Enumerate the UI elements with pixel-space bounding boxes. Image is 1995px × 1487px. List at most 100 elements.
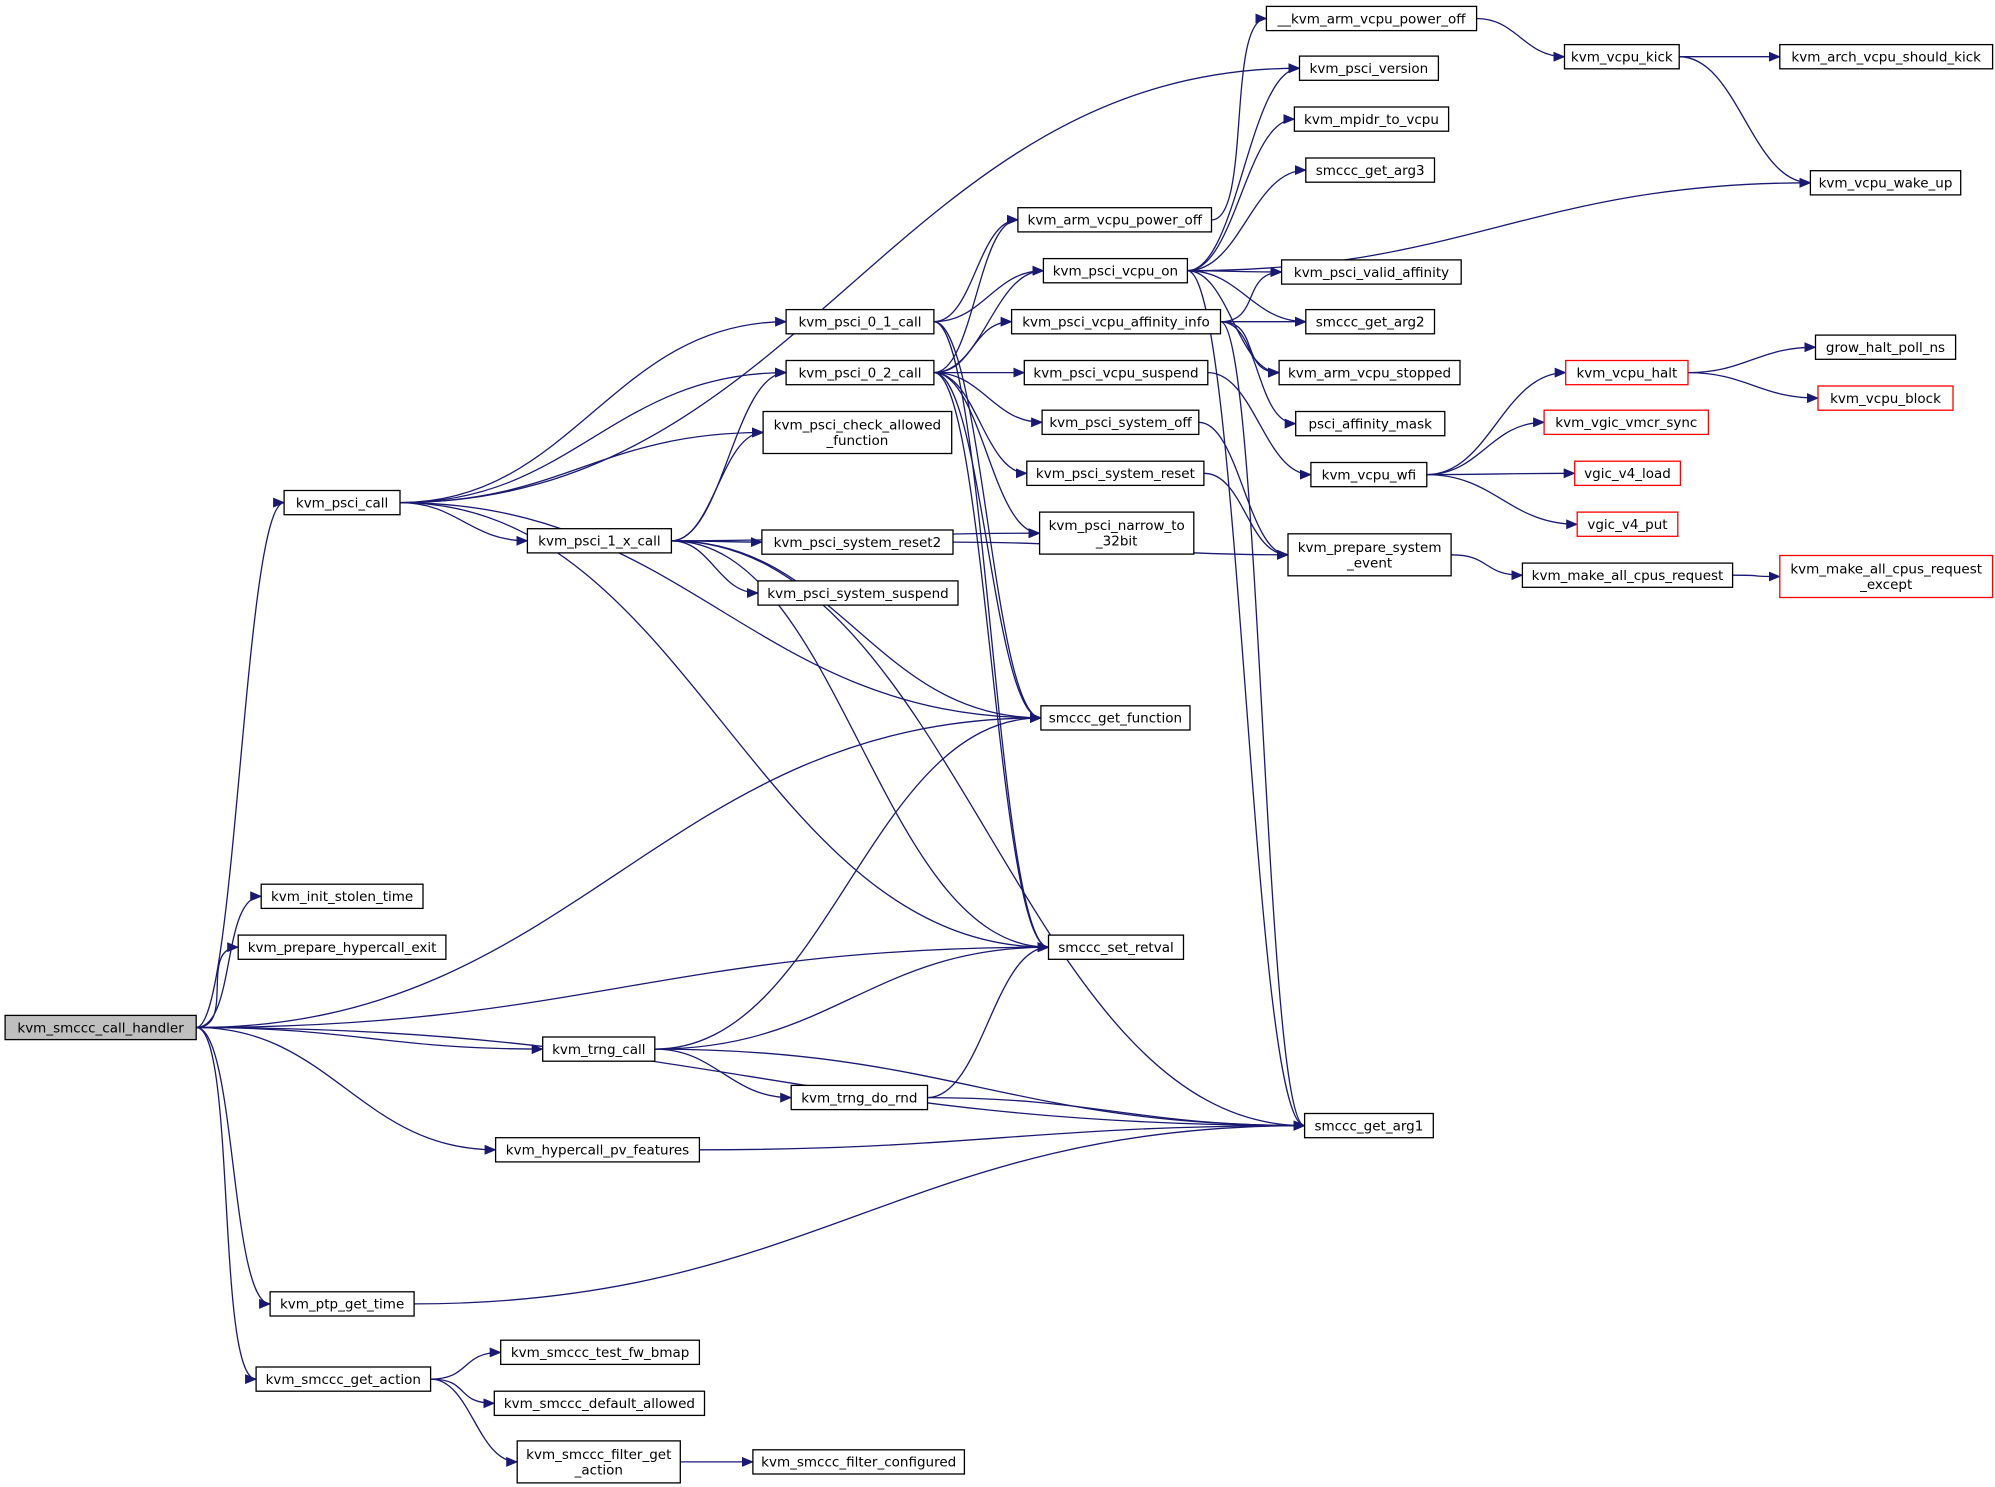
node-kvm_smccc_default_allowed[interactable]: kvm_smccc_default_allowed — [493, 1390, 706, 1417]
node-kvm_arm_vcpu_stopped[interactable]: kvm_arm_vcpu_stopped — [1278, 359, 1461, 386]
node-box[interactable] — [1576, 511, 1679, 537]
node-kvm_psci_system_reset[interactable]: kvm_psci_system_reset — [1026, 460, 1205, 487]
node-kvm_smccc_test_fw_bmap[interactable]: kvm_smccc_test_fw_bmap — [500, 1339, 701, 1366]
node-box[interactable] — [1041, 409, 1200, 436]
node-kvm_vgic_vmcr_sync[interactable]: kvm_vgic_vmcr_sync — [1543, 409, 1710, 436]
node-vgic_v4_put[interactable]: vgic_v4_put — [1576, 511, 1679, 537]
node-psci_affinity_mask[interactable]: psci_affinity_mask — [1295, 410, 1446, 437]
node-kvm_psci_narrow_to_32bit[interactable]: kvm_psci_narrow_to_32bit — [1038, 511, 1195, 555]
node-kvm_psci_vcpu_suspend[interactable]: kvm_psci_vcpu_suspend — [1023, 359, 1209, 386]
node-box[interactable] — [1010, 308, 1222, 335]
node-box[interactable] — [500, 1339, 701, 1366]
node-kvm_prepare_system_event[interactable]: kvm_prepare_system_event — [1287, 533, 1452, 577]
node-box[interactable] — [1038, 511, 1195, 555]
node-kvm_arch_vcpu_should_kick[interactable]: kvm_arch_vcpu_should_kick — [1779, 43, 1994, 70]
node-box[interactable] — [1574, 460, 1682, 487]
node-smccc_set_retval[interactable]: smccc_set_retval — [1047, 934, 1185, 960]
node-kvm_psci_valid_affinity[interactable]: kvm_psci_valid_affinity — [1280, 259, 1462, 285]
node-kvm_psci_system_reset2[interactable]: kvm_psci_system_reset2 — [761, 529, 954, 555]
node-box[interactable] — [260, 883, 424, 910]
node-box[interactable] — [1563, 43, 1680, 70]
node-box[interactable] — [1026, 460, 1205, 487]
node-box[interactable] — [1305, 308, 1436, 335]
node-box[interactable] — [1543, 409, 1710, 436]
node-box[interactable] — [1047, 934, 1185, 960]
node-kvm_ptp_get_time[interactable]: kvm_ptp_get_time — [269, 1291, 415, 1317]
node-box[interactable] — [762, 410, 953, 455]
node-box[interactable] — [1287, 533, 1452, 577]
node-box[interactable] — [785, 308, 935, 335]
node-box[interactable] — [1293, 106, 1450, 132]
node-box[interactable] — [526, 528, 673, 554]
node-box[interactable] — [1779, 43, 1994, 70]
node-box[interactable] — [1298, 55, 1440, 81]
node-kvm_smccc_filter_get_action[interactable]: kvm_smccc_filter_get_action — [516, 1440, 681, 1484]
node-kvm_vcpu_wake_up[interactable]: kvm_vcpu_wake_up — [1809, 170, 1962, 196]
node-kvm_smccc_get_action[interactable]: kvm_smccc_get_action — [255, 1366, 432, 1392]
node-kvm_psci_check_allowed_function[interactable]: kvm_psci_check_allowed_function — [762, 410, 953, 455]
node-box[interactable] — [493, 1390, 706, 1417]
node-kvm_mpidr_to_vcpu[interactable]: kvm_mpidr_to_vcpu — [1293, 106, 1450, 132]
node-box[interactable] — [516, 1440, 681, 1484]
node-kvm_trng_call[interactable]: kvm_trng_call — [542, 1036, 656, 1062]
node-box[interactable] — [542, 1036, 656, 1062]
node-kvm_prepare_hypercall_exit[interactable]: kvm_prepare_hypercall_exit — [237, 934, 447, 960]
node-kvm_make_all_cpus_request_except[interactable]: kvm_make_all_cpus_request_except — [1779, 554, 1994, 599]
node-box[interactable] — [1280, 259, 1462, 285]
node-kvm_vcpu_wfi[interactable]: kvm_vcpu_wfi — [1310, 461, 1428, 488]
node-box[interactable] — [1565, 359, 1689, 386]
node-box[interactable] — [255, 1366, 432, 1392]
node-box[interactable] — [4, 1014, 197, 1041]
node-kvm_arm_vcpu_power_off[interactable]: kvm_arm_vcpu_power_off — [1017, 207, 1213, 233]
node-box[interactable] — [1814, 334, 1957, 360]
node-kvm_vcpu_block[interactable]: kvm_vcpu_block — [1817, 385, 1954, 411]
node-kvm_vcpu_halt[interactable]: kvm_vcpu_halt — [1565, 359, 1689, 386]
node-kvm_smccc_call_handler[interactable]: kvm_smccc_call_handler — [4, 1014, 197, 1041]
node-kvm_psci_call[interactable]: kvm_psci_call — [283, 489, 401, 516]
node-box[interactable] — [237, 934, 447, 960]
node-kvm_init_stolen_time[interactable]: kvm_init_stolen_time — [260, 883, 424, 910]
node-box[interactable] — [1265, 5, 1478, 32]
node-box[interactable] — [1042, 257, 1189, 284]
node-smccc_get_function[interactable]: smccc_get_function — [1040, 705, 1191, 731]
node-smccc_get_arg2[interactable]: smccc_get_arg2 — [1305, 308, 1436, 335]
node-box[interactable] — [790, 1084, 929, 1111]
node-kvm_psci_1_x_call[interactable]: kvm_psci_1_x_call — [526, 528, 673, 554]
node-kvm_trng_do_rnd[interactable]: kvm_trng_do_rnd — [790, 1084, 929, 1111]
node-box[interactable] — [1023, 359, 1209, 386]
node-kvm_psci_vcpu_on[interactable]: kvm_psci_vcpu_on — [1042, 257, 1189, 284]
node-box[interactable] — [752, 1449, 966, 1475]
node-box[interactable] — [757, 580, 959, 606]
node-smccc_get_arg3[interactable]: smccc_get_arg3 — [1305, 157, 1436, 183]
node-kvm_psci_system_off[interactable]: kvm_psci_system_off — [1041, 409, 1200, 436]
node-smccc_get_arg1[interactable]: smccc_get_arg1 — [1303, 1112, 1434, 1139]
node-box[interactable] — [1278, 359, 1461, 386]
node-box[interactable] — [494, 1137, 701, 1163]
node-kvm_vcpu_kick[interactable]: kvm_vcpu_kick — [1563, 43, 1680, 70]
node-kvm_psci_vcpu_affinity_info[interactable]: kvm_psci_vcpu_affinity_info — [1010, 308, 1222, 335]
node-kvm_hypercall_pv_features[interactable]: kvm_hypercall_pv_features — [494, 1137, 701, 1163]
node-box[interactable] — [1040, 705, 1191, 731]
node-kvm_psci_0_1_call[interactable]: kvm_psci_0_1_call — [785, 308, 935, 335]
node-vgic_v4_load[interactable]: vgic_v4_load — [1574, 460, 1682, 487]
node-box[interactable] — [1310, 461, 1428, 488]
node-box[interactable] — [1817, 385, 1954, 411]
node-box[interactable] — [1017, 207, 1213, 233]
node-kvm_psci_0_2_call[interactable]: kvm_psci_0_2_call — [785, 359, 935, 386]
node-box[interactable] — [1303, 1112, 1434, 1139]
node-box[interactable] — [1809, 170, 1962, 196]
node-box[interactable] — [761, 529, 954, 555]
node-box[interactable] — [1305, 157, 1436, 183]
node-kvm_smccc_filter_configured[interactable]: kvm_smccc_filter_configured — [752, 1449, 966, 1475]
node-box[interactable] — [1521, 562, 1734, 588]
node-kvm_make_all_cpus_request[interactable]: kvm_make_all_cpus_request — [1521, 562, 1734, 588]
node-kvm_psci_system_suspend[interactable]: kvm_psci_system_suspend — [757, 580, 959, 606]
node-box[interactable] — [1779, 554, 1994, 599]
node-box[interactable] — [269, 1291, 415, 1317]
node-kvm_psci_version[interactable]: kvm_psci_version — [1298, 55, 1440, 81]
node-__kvm_arm_vcpu_power_off[interactable]: __kvm_arm_vcpu_power_off — [1265, 5, 1478, 32]
node-box[interactable] — [283, 489, 401, 516]
node-box[interactable] — [1295, 410, 1446, 437]
node-grow_halt_poll_ns[interactable]: grow_halt_poll_ns — [1814, 334, 1957, 360]
node-box[interactable] — [785, 359, 935, 386]
